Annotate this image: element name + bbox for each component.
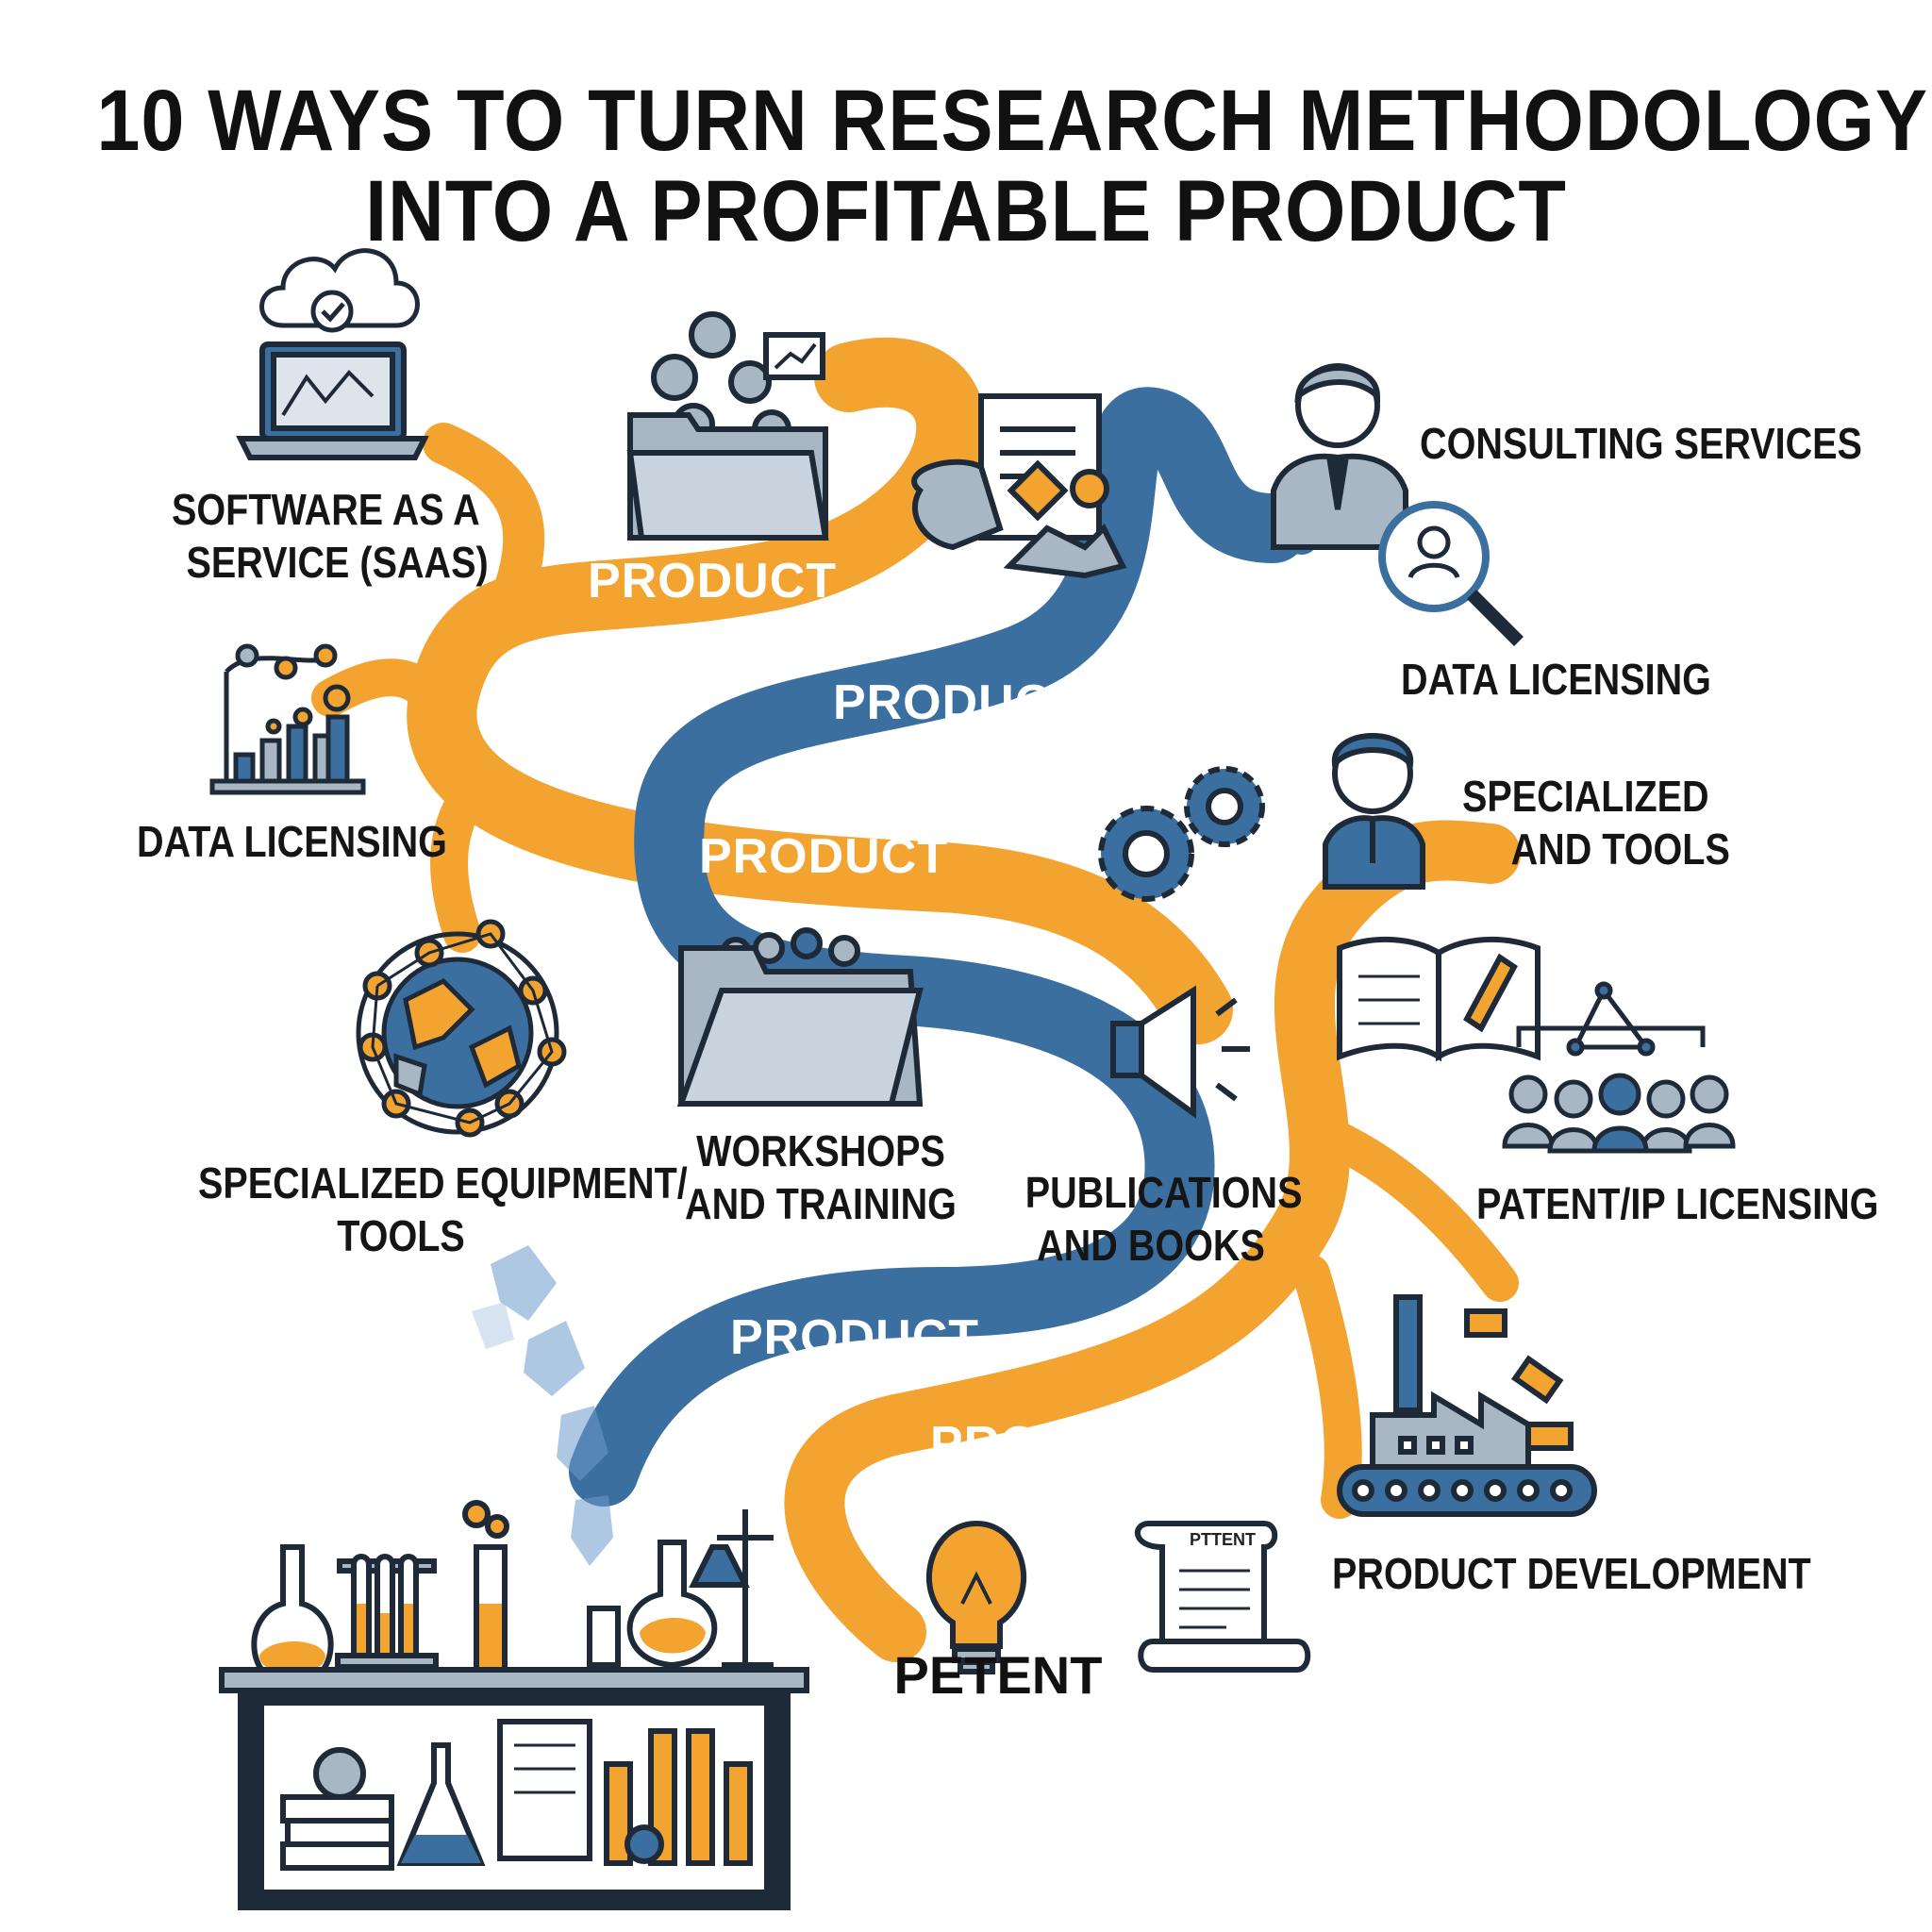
- label-consulting-text: CONSULTING SERVICES: [1420, 419, 1862, 468]
- scroll-icon: [1134, 1521, 1311, 1673]
- product-label-4: PRODUCT: [730, 1310, 979, 1365]
- label-equipment-line-2: TOOLS: [337, 1211, 465, 1260]
- orange-branch-equipment: [430, 774, 491, 953]
- title-line-1: 10 WAYS TO TURN RESEARCH METHODOLOGY: [96, 73, 1929, 169]
- gears-icon: [1098, 766, 1265, 902]
- workshop-folder-icon: [676, 927, 924, 1107]
- consultant-icon: [1271, 363, 1408, 550]
- magnifier-user-icon: [1378, 501, 1524, 646]
- label-data-licensing-right-text: DATA LICENSING: [1401, 655, 1711, 704]
- product-label-1: PRODUCT: [588, 554, 837, 608]
- petent-label: PETENT: [894, 1645, 1103, 1705]
- product-label-3: PRODUCT: [699, 829, 948, 884]
- label-workshops-line-2: AND TRAINING: [685, 1179, 957, 1228]
- label-product-development-text: PRODUCT DEVELOPMENT: [1332, 1549, 1811, 1598]
- person-icon: [1323, 733, 1425, 890]
- label-consulting: CONSULTING SERVICES: [1420, 417, 1862, 470]
- label-workshops-line-1: WORKSHOPS: [696, 1126, 945, 1175]
- page-title: 10 WAYS TO TURN RESEARCH METHODOLOGY INT…: [96, 73, 1929, 259]
- label-equipment-line-1: SPECIALIZED EQUIPMENT/: [198, 1158, 688, 1208]
- label-saas-line-1: SOFTWARE AS A: [172, 485, 480, 534]
- orange-branch-patent: [1302, 1113, 1519, 1302]
- orange-branch-saas: [423, 423, 545, 625]
- label-equipment: SPECIALIZED EQUIPMENT/ TOOLS: [198, 1157, 688, 1262]
- scroll-text: PTTENT: [1190, 1530, 1256, 1549]
- label-patent-ip-text: PATENT/IP LICENSING: [1476, 1179, 1879, 1228]
- label-data-licensing-left: DATA LICENSING: [137, 815, 447, 868]
- folder-icon: [626, 311, 829, 541]
- label-publications-line-2: AND BOOKS: [1037, 1221, 1265, 1270]
- orange-branch-product-dev: [1292, 1255, 1362, 1519]
- label-publications-line-1: PUBLICATIONS: [1024, 1168, 1303, 1217]
- label-data-licensing-left-text: DATA LICENSING: [137, 817, 447, 866]
- orange-ribbon-lower: [784, 820, 1521, 1662]
- smoke-decoration: [472, 1245, 613, 1566]
- factory-icon: [1337, 1294, 1597, 1517]
- label-product-development: PRODUCT DEVELOPMENT: [1332, 1547, 1811, 1600]
- product-label-2: PRODUCT: [833, 675, 1082, 730]
- lightbulb-icon: [926, 1520, 1026, 1674]
- product-label-5: PRODUCT: [930, 1417, 1179, 1472]
- label-data-licensing-right: DATA LICENSING: [1401, 653, 1711, 706]
- label-patent-ip: PATENT/IP LICENSING: [1476, 1177, 1878, 1230]
- cloud-check-icon: [259, 248, 420, 333]
- bar-chart-icon: [209, 643, 366, 795]
- label-saas: SOFTWARE AS A SERVICE (SAAS): [172, 483, 489, 589]
- document-icon: [911, 393, 1127, 579]
- label-specialized: SPECIALIZED AND TOOLS: [1462, 770, 1730, 875]
- label-specialized-line-1: SPECIALIZED: [1462, 772, 1709, 821]
- globe-network-icon: [356, 919, 567, 1138]
- label-specialized-line-2: AND TOOLS: [1510, 824, 1730, 874]
- laptop-chart-icon: [236, 341, 429, 460]
- open-book-icon: [1337, 937, 1541, 1062]
- label-workshops: WORKSHOPS AND TRAINING: [683, 1124, 958, 1230]
- audience-network-icon: [1502, 981, 1736, 1154]
- title-line-2: INTO A PROFITABLE PRODUCT: [365, 163, 1567, 259]
- orange-branch-data: [311, 658, 462, 736]
- label-saas-line-2: SERVICE (SAAS): [186, 538, 489, 587]
- lab-bench-icon: [219, 1500, 809, 1910]
- megaphone-icon: [1110, 985, 1250, 1119]
- ribbon-labels: PRODUCT PRODUCT PRODUCT PRODUCT PRODUCT: [588, 554, 1179, 1472]
- label-publications: PUBLICATIONS AND BOOKS: [1024, 1166, 1303, 1272]
